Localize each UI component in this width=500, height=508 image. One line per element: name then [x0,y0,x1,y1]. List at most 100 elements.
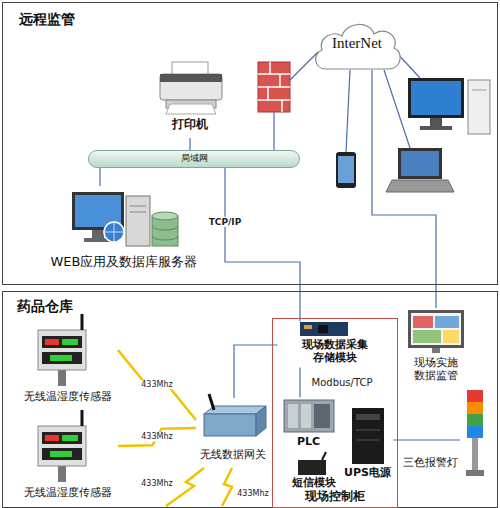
node-label: 现场数据采集存储模块 [301,338,369,364]
node-label: 现场实施数据监管 [412,356,460,382]
sensor-node: 无线温湿度传感器 [18,410,118,502]
monitor-icon [432,348,440,353]
server-icon [104,222,124,242]
wireless-link [118,428,196,446]
laptop-icon [386,180,454,192]
region-panel: InterNet打印机局域网WEB应用及数据库服务器远程监管 [2,2,498,285]
server-icon [130,206,146,207]
server-icon [92,230,104,238]
plc-node: PLC [280,398,338,450]
desktop-icon [430,118,442,126]
network-wire [273,112,274,150]
desktop-icon [408,78,490,134]
wireless-bolt [222,468,232,506]
sensor-icon [81,314,84,330]
sensor-icon [45,339,59,345]
connector [394,439,461,440]
connector [234,345,278,398]
frequency-label: 433Mhz [235,489,270,498]
monitor-icon [413,316,433,328]
module-board-icon [300,322,348,336]
sensor-icon [50,355,72,361]
alarm-light-icon [467,402,483,414]
module-board-icon [300,322,348,336]
gateway-icon [209,394,214,410]
sms-module-icon [298,460,326,475]
laptop-icon [401,151,439,176]
sms-node: 短信模块 [284,454,344,491]
phone-icon [336,152,356,188]
printer-icon [160,62,222,114]
phone-icon [338,156,354,183]
server-icon [152,212,178,220]
connector [189,138,190,150]
connector [372,70,436,308]
server-icon [152,226,178,240]
region-title: 现场控制柜 [273,489,397,503]
frequency-label: 433Mhz [139,479,174,488]
server-icon [72,192,178,246]
desktop-icon [472,90,486,91]
monitor-icon [443,330,459,343]
sensor-icon [62,435,78,441]
phone-icon [336,152,356,188]
sensor-node: 无线温湿度传感器 [18,314,118,406]
printer-icon [160,74,222,100]
node-label: 局域网 [89,153,299,164]
printer-icon [166,104,216,114]
network-wire [346,70,350,152]
desktop-icon [468,80,490,134]
region-title: 远程监管 [3,11,497,28]
connector [299,368,300,398]
monitor-node: 现场实施数据监管 [400,308,472,388]
desktop-icon [420,126,452,130]
sensor-icon [38,330,86,370]
plc-icon [288,404,298,428]
lan-bar: 局域网 [88,150,300,168]
ups-icon [352,408,384,464]
connector [99,168,100,186]
alarm-light-icon [472,438,478,470]
node-label: 打印机 [148,117,232,131]
alarm-light-icon [466,390,484,476]
ups-node: UPS电源 [342,404,394,484]
sms-module-icon [322,452,326,460]
monitor-icon [408,310,464,353]
node-label: UPS电源 [342,466,394,479]
monitor-icon [435,316,459,328]
ups-icon [356,440,380,441]
server-icon [104,222,124,242]
node-label: 无线温湿度传感器 [18,390,118,403]
sensor-icon [42,432,82,444]
node-label: 三色报警灯 [402,456,458,469]
monitor-icon [411,313,461,345]
module-board-icon [304,325,312,329]
module-node: 现场数据采集存储模块 [278,322,392,368]
node-label: PLC [280,435,338,448]
module-board-icon [318,325,328,333]
network-wire [290,52,318,80]
alarm-light-icon [467,414,483,426]
sensor-icon [42,352,82,364]
alarm-light-node: 三色报警灯 [460,386,490,478]
laptop-icon [398,148,442,179]
server-icon [130,212,146,213]
sensor-icon [38,410,86,482]
sensor-icon [38,314,86,386]
gateway-icon [204,414,256,436]
gateway-node: 无线数据网关 [196,398,270,466]
gateway-icon [256,406,266,436]
cabinet-frame: 现场数据采集存储模块 PLC 短信模块UPS电源现场控制柜 [272,318,398,508]
firewall-icon [258,62,290,112]
plc-icon [301,404,311,428]
sensor-icon [50,451,72,457]
alarm-light-icon [467,426,483,438]
desktop-icon [411,81,461,115]
alarm-light-icon [467,390,483,402]
server-node: WEB应用及数据库服务器 [38,186,210,276]
wireless-bolt [166,468,204,506]
server-icon [126,196,150,246]
node-label: WEB应用及数据库服务器 [38,254,210,270]
wireless-link [118,350,196,420]
